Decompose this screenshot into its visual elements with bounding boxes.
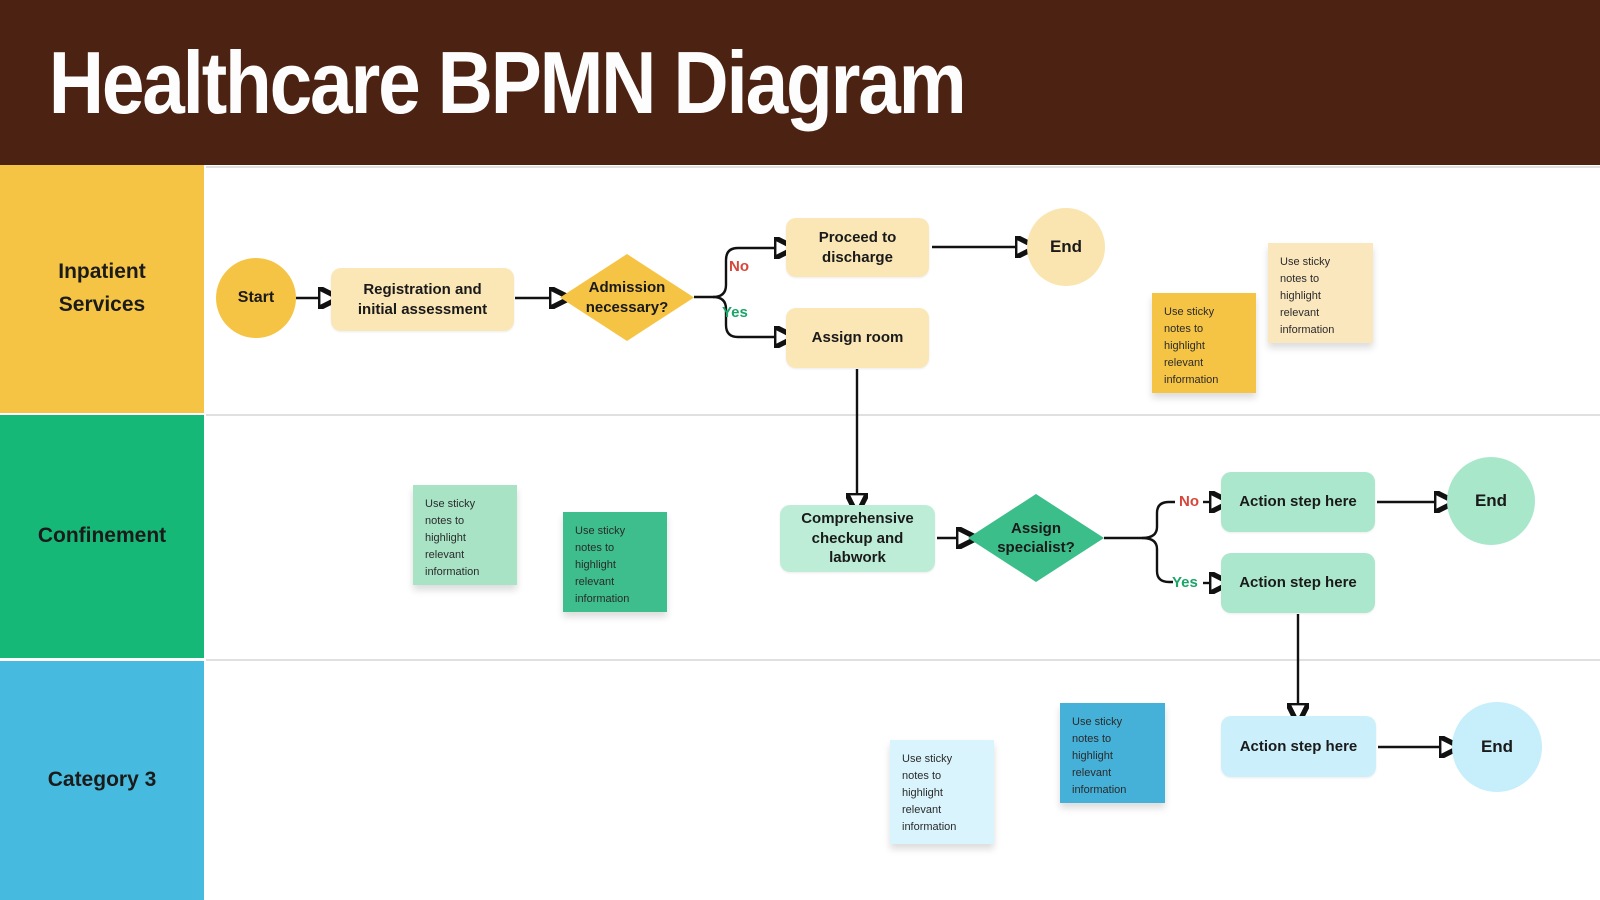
task-proceed-to-discharge[interactable]: Proceed to discharge	[786, 218, 929, 277]
lane-label: Inpatient Services	[58, 260, 146, 316]
end-event-lane3[interactable]: End	[1452, 702, 1542, 792]
task-comprehensive-checkup[interactable]: Comprehensive checkup and labwork	[780, 505, 935, 572]
lane-divider	[206, 659, 1600, 661]
task-registration[interactable]: Registration and initial assessment	[331, 268, 514, 331]
end-event-label: End	[1049, 237, 1083, 256]
sticky-note-light-green[interactable]: Use sticky notes to highlight relevant i…	[413, 485, 517, 585]
sticky-note-text: Use sticky notes to highlight relevant i…	[1072, 716, 1127, 797]
lane-header-category-3[interactable]: Category 3	[0, 661, 204, 900]
task-label: Proceed to discharge	[818, 229, 897, 266]
sticky-note-text: Use sticky notes to highlight relevant i…	[1280, 256, 1335, 337]
task-assign-room[interactable]: Assign room	[786, 308, 929, 368]
sticky-note-text: Use sticky notes to highlight relevant i…	[575, 525, 630, 606]
gateway-admission-necessary[interactable]: Admission necessary?	[560, 254, 694, 341]
task-label: Assign room	[811, 329, 904, 347]
edge-label-no: No	[729, 258, 749, 275]
end-event-lane2[interactable]: End	[1447, 457, 1535, 545]
task-label: Registration and initial assessment	[357, 281, 488, 318]
sticky-note-text: Use sticky notes to highlight relevant i…	[902, 753, 957, 834]
lane-header-inpatient-services[interactable]: Inpatient Services	[0, 165, 204, 413]
start-event[interactable]: Start	[216, 258, 296, 338]
sticky-note-orange[interactable]: Use sticky notes to highlight relevant i…	[1152, 293, 1256, 393]
task-action-step-lane3[interactable]: Action step here	[1221, 716, 1376, 777]
end-event-lane1[interactable]: End	[1027, 208, 1105, 286]
flow-edge-fork-no	[1141, 500, 1175, 540]
lane-divider	[206, 166, 1600, 168]
edge-label-no: No	[1179, 493, 1199, 510]
task-label: Action step here	[1239, 737, 1358, 755]
sticky-note-green[interactable]: Use sticky notes to highlight relevant i…	[563, 512, 667, 612]
end-event-label: End	[1474, 491, 1508, 510]
page-title: Healthcare BPMN Diagram	[48, 32, 967, 132]
lane-label: Category 3	[47, 768, 157, 792]
gateway-label: Admission necessary?	[585, 279, 669, 316]
gateway-assign-specialist[interactable]: Assign specialist?	[968, 494, 1104, 582]
sticky-note-light-blue[interactable]: Use sticky notes to highlight relevant i…	[890, 740, 994, 844]
task-label: Comprehensive checkup and labwork	[801, 510, 914, 567]
start-event-label: Start	[237, 289, 275, 306]
task-action-step-yes[interactable]: Action step here	[1221, 553, 1375, 613]
end-event-label: End	[1480, 737, 1514, 756]
sticky-note-light-yellow[interactable]: Use sticky notes to highlight relevant i…	[1268, 243, 1373, 343]
lane-header-confinement[interactable]: Confinement	[0, 415, 204, 658]
sticky-note-text: Use sticky notes to highlight relevant i…	[1164, 306, 1219, 387]
gateway-label: Assign specialist?	[997, 519, 1075, 557]
header-band: Healthcare BPMN Diagram	[0, 0, 1600, 165]
task-action-step-no[interactable]: Action step here	[1221, 472, 1375, 532]
lane-divider	[206, 414, 1600, 416]
task-label: Action step here	[1239, 493, 1357, 511]
edge-label-yes: Yes	[1172, 574, 1198, 591]
lane-label: Confinement	[37, 524, 167, 548]
sticky-note-blue[interactable]: Use sticky notes to highlight relevant i…	[1060, 703, 1165, 803]
flow-edge-fork-yes	[1141, 536, 1173, 584]
sticky-note-text: Use sticky notes to highlight relevant i…	[425, 498, 480, 579]
task-label: Action step here	[1239, 574, 1357, 592]
edge-label-yes: Yes	[722, 304, 748, 321]
